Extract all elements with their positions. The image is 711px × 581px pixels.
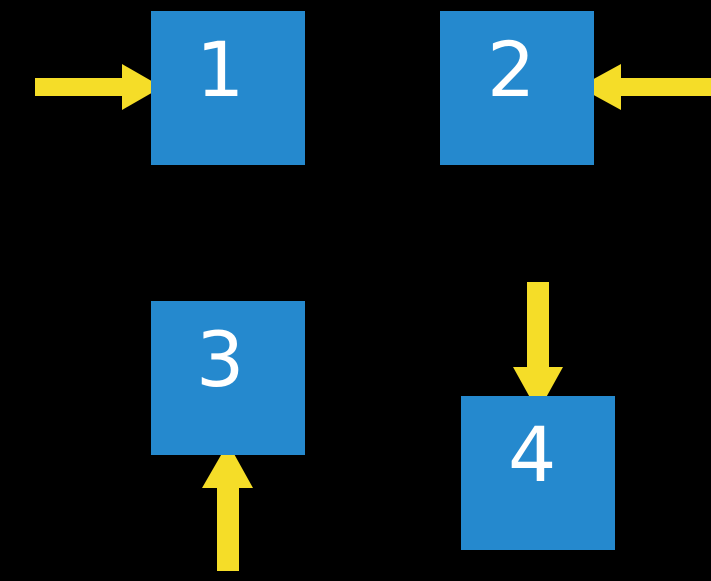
- arrow-into-2-icon: [579, 64, 711, 110]
- node-label-3: 3: [196, 315, 245, 404]
- arrow-into-1-icon: [35, 64, 162, 110]
- node-label-1: 1: [196, 25, 245, 114]
- node-box-2[interactable]: [440, 11, 594, 165]
- node-box-4[interactable]: [461, 396, 615, 550]
- arrow-into-4-icon: [513, 282, 563, 412]
- node-label-2: 2: [487, 25, 536, 114]
- node-label-4: 4: [508, 410, 557, 499]
- arrow-into-3-icon: [202, 443, 253, 571]
- node-box-1[interactable]: [151, 11, 305, 165]
- node-box-3[interactable]: [151, 301, 305, 455]
